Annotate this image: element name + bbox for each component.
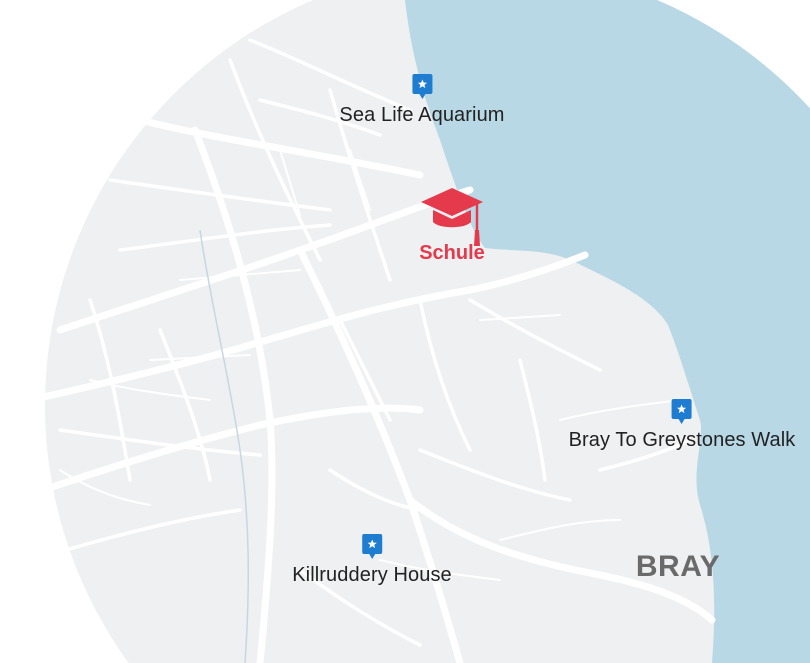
school-marker[interactable]: Schule [419, 184, 485, 265]
star-marker-icon [411, 74, 432, 99]
poi-label: Killruddery House [292, 564, 452, 586]
star-marker-icon [362, 534, 382, 559]
sea-area [405, 0, 810, 663]
river [199, 229, 250, 663]
poi-bray-to-greystones-walk[interactable]: Bray To Greystones Walk [569, 398, 796, 452]
road-network [45, 38, 716, 663]
graduation-cap-icon [421, 188, 483, 246]
poi-label: Sea Life Aquarium [339, 104, 505, 126]
star-marker-icon [671, 399, 692, 424]
school-label: Schule [419, 242, 485, 264]
poi-label: Bray To Greystones Walk [568, 429, 796, 451]
poi-sea-life-aquarium[interactable]: Sea Life Aquarium [339, 73, 504, 127]
town-label: BRAY [635, 550, 721, 583]
poi-killruddery-house[interactable]: Killruddery House [292, 533, 452, 587]
